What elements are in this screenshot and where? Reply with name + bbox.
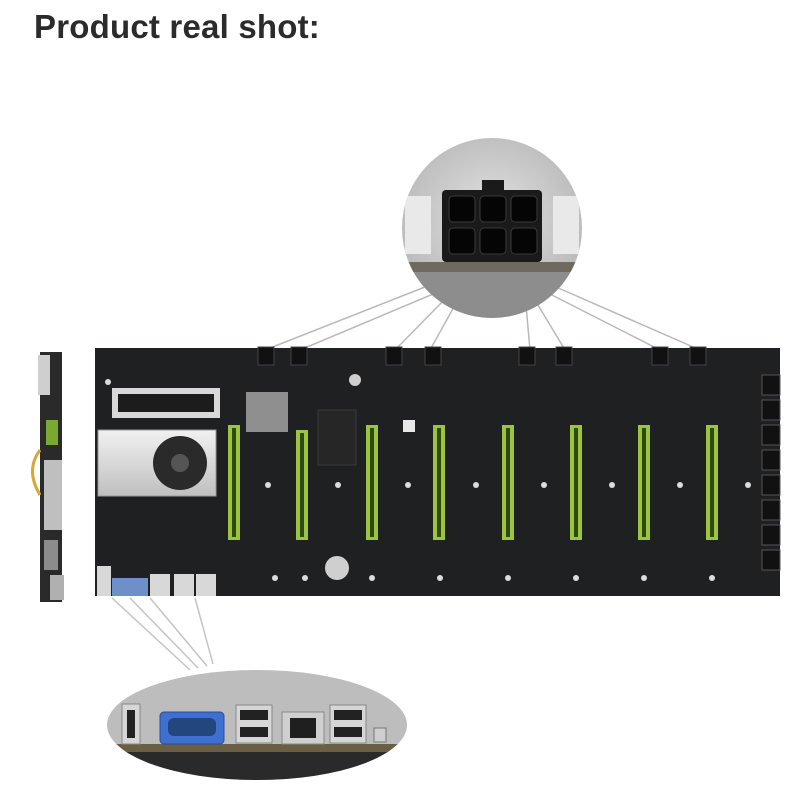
power-connectors bbox=[257, 346, 707, 366]
callout-lines-top bbox=[264, 284, 701, 351]
board-side-view bbox=[31, 352, 64, 602]
pcie-slots bbox=[228, 425, 718, 540]
cpu-cooler bbox=[97, 429, 217, 497]
right-edge-connectors bbox=[761, 374, 781, 571]
page-title: Product real shot: bbox=[34, 8, 320, 45]
rear-io-zoom bbox=[107, 670, 407, 780]
mounting-marks bbox=[105, 379, 751, 581]
motherboard bbox=[95, 346, 781, 596]
callout-lines-bottom bbox=[111, 597, 214, 671]
rear-io-board bbox=[97, 566, 216, 596]
